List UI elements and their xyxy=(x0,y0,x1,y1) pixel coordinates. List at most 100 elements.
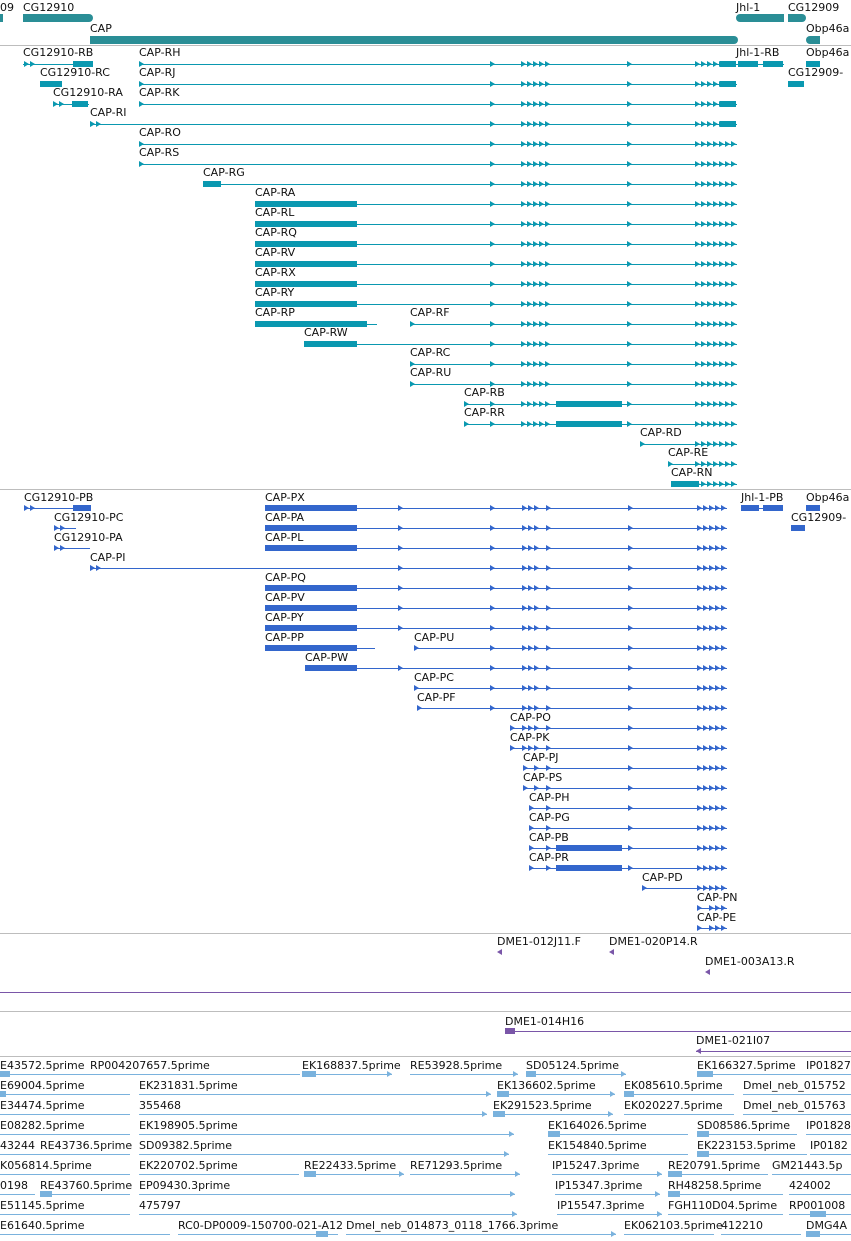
transcript-label[interactable]: CAP-RH xyxy=(139,46,181,59)
est-line[interactable] xyxy=(526,1074,626,1075)
est-block[interactable] xyxy=(40,1191,52,1197)
protein-label[interactable]: CG12910-PB xyxy=(24,491,94,504)
protein-block[interactable] xyxy=(806,505,820,511)
protein-label[interactable]: CG12910-PA xyxy=(54,531,123,544)
clone-label[interactable]: DME1-003A13.R xyxy=(705,955,795,968)
transcript-label[interactable]: CAP-RE xyxy=(668,446,709,459)
protein-line[interactable] xyxy=(523,788,727,789)
transcript-label[interactable]: CAP-RB xyxy=(464,386,505,399)
protein-block[interactable] xyxy=(763,505,783,511)
est-label[interactable]: 412210 xyxy=(721,1219,763,1232)
protein-line[interactable] xyxy=(510,748,727,749)
est-label[interactable]: EK231831.5prime xyxy=(139,1079,238,1092)
exon[interactable] xyxy=(556,401,622,407)
protein-block[interactable] xyxy=(305,665,357,671)
protein-label[interactable]: CAP-PR xyxy=(529,851,569,864)
protein-label[interactable]: CAP-PF xyxy=(417,691,456,704)
est-label[interactable]: IP01828 xyxy=(806,1119,851,1132)
transcript-line[interactable] xyxy=(139,164,737,165)
est-line[interactable] xyxy=(806,1234,851,1235)
est-label[interactable]: IP01827 xyxy=(806,1059,851,1072)
est-line[interactable] xyxy=(810,1154,851,1155)
exon[interactable] xyxy=(255,241,357,247)
est-label[interactable]: E69004.5prime xyxy=(0,1079,85,1092)
transcript-label[interactable]: CG12909- xyxy=(788,66,844,79)
clone-label[interactable]: DME1-012J11.F xyxy=(497,935,581,948)
protein-label[interactable]: CAP-PX xyxy=(265,491,305,504)
est-label[interactable]: EK166327.5prime xyxy=(697,1059,796,1072)
clone-end[interactable] xyxy=(505,1028,515,1034)
est-line[interactable] xyxy=(346,1234,616,1235)
clone-label[interactable]: DME1-014H16 xyxy=(505,1015,585,1028)
protein-label[interactable]: CG12909- xyxy=(791,511,847,524)
transcript-line[interactable] xyxy=(203,184,737,185)
est-line[interactable] xyxy=(697,1134,797,1135)
est-label[interactable]: K056814.5prime xyxy=(0,1159,92,1172)
protein-label[interactable]: CAP-PE xyxy=(697,911,737,924)
est-line[interactable] xyxy=(0,1234,170,1235)
exon[interactable] xyxy=(72,101,88,107)
est-line[interactable] xyxy=(304,1174,404,1175)
est-line[interactable] xyxy=(557,1214,662,1215)
est-label[interactable]: FGH110D04.5prime xyxy=(668,1199,778,1212)
est-block[interactable] xyxy=(810,1211,826,1217)
transcript-line[interactable] xyxy=(410,364,737,365)
transcript-label[interactable]: Obp46a xyxy=(806,46,850,59)
protein-label[interactable]: CAP-PO xyxy=(510,711,551,724)
est-line[interactable] xyxy=(743,1114,851,1115)
protein-line[interactable] xyxy=(54,528,76,529)
transcript-label[interactable]: CAP-RW xyxy=(304,326,348,339)
exon[interactable] xyxy=(255,301,357,307)
est-block[interactable] xyxy=(806,1231,820,1237)
est-label[interactable]: IP15247.3prime xyxy=(552,1159,640,1172)
transcript-label[interactable]: CAP-RD xyxy=(640,426,682,439)
est-label[interactable]: EK085610.5prime xyxy=(624,1079,723,1092)
exon[interactable] xyxy=(203,181,221,187)
est-line[interactable] xyxy=(743,1094,851,1095)
protein-block[interactable] xyxy=(265,585,357,591)
est-line[interactable] xyxy=(139,1134,514,1135)
est-label[interactable]: RE43760.5prime xyxy=(40,1179,133,1192)
transcript-line[interactable] xyxy=(255,224,737,225)
est-label[interactable]: IP15347.3prime xyxy=(555,1179,643,1192)
protein-line[interactable] xyxy=(417,708,727,709)
protein-line[interactable] xyxy=(305,668,727,669)
exon[interactable] xyxy=(255,201,357,207)
transcript-label[interactable]: CAP-RV xyxy=(255,246,296,259)
protein-label[interactable]: CAP-PI xyxy=(90,551,126,564)
gene-label[interactable]: Jhl-1 xyxy=(736,1,761,14)
protein-label[interactable]: CAP-PY xyxy=(265,611,304,624)
transcript-line[interactable] xyxy=(53,104,89,105)
est-label[interactable]: E43572.5prime xyxy=(0,1059,85,1072)
protein-label[interactable]: CAP-PV xyxy=(265,591,305,604)
exon[interactable] xyxy=(738,61,758,67)
protein-block[interactable] xyxy=(265,505,357,511)
exon[interactable] xyxy=(73,61,93,67)
transcript-label[interactable]: CG12910-RA xyxy=(53,86,123,99)
est-line[interactable] xyxy=(789,1194,851,1195)
transcript-line[interactable] xyxy=(255,304,737,305)
est-line[interactable] xyxy=(0,1194,35,1195)
transcript-line[interactable] xyxy=(304,344,737,345)
transcript-label[interactable]: CAP-RX xyxy=(255,266,296,279)
est-line[interactable] xyxy=(40,1194,130,1195)
est-block[interactable] xyxy=(668,1171,682,1177)
est-line[interactable] xyxy=(0,1154,130,1155)
est-line[interactable] xyxy=(624,1234,714,1235)
est-label[interactable]: SD09382.5prime xyxy=(139,1139,232,1152)
clone-label[interactable]: DME1-020P14.R xyxy=(609,935,698,948)
est-label[interactable]: Dmel_neb_015763 xyxy=(743,1099,846,1112)
est-label[interactable]: EK168837.5prime xyxy=(302,1059,401,1072)
exon[interactable] xyxy=(255,321,367,327)
protein-line[interactable] xyxy=(642,888,727,889)
transcript-line[interactable] xyxy=(736,64,784,65)
transcript-label[interactable]: CG12910-RC xyxy=(40,66,110,79)
protein-label[interactable]: CAP-PD xyxy=(642,871,683,884)
est-label[interactable]: EK062103.5prime xyxy=(624,1219,723,1232)
est-line[interactable] xyxy=(668,1174,768,1175)
transcript-line[interactable] xyxy=(255,204,737,205)
est-line[interactable] xyxy=(555,1194,660,1195)
transcript-line[interactable] xyxy=(640,444,737,445)
protein-block[interactable] xyxy=(265,545,357,551)
transcript-label[interactable]: CAP-RN xyxy=(671,466,713,479)
